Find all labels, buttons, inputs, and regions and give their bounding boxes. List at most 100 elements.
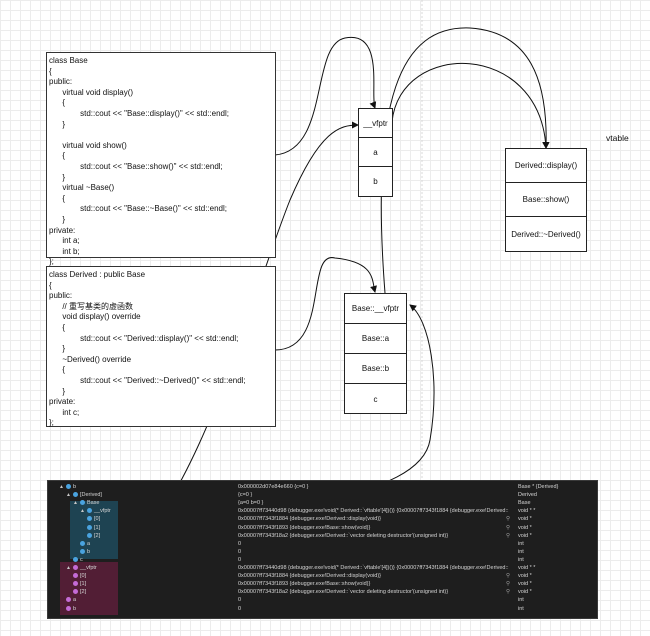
- variable-value: 0x00007ff7343f18a2 {debugger.exe!Derived…: [238, 589, 449, 596]
- variable-icon: [73, 581, 78, 587]
- variable-label: b: [87, 548, 91, 555]
- expand-triangle-icon[interactable]: ▲: [80, 508, 85, 515]
- variable-name: [1]: [87, 524, 100, 532]
- variable-value: 0x00007ff73440d98 {debugger.exe!void(* D…: [238, 565, 509, 571]
- variable-icon: [73, 589, 78, 595]
- variable-icon: [80, 548, 85, 554]
- derived-class-code: class Derived : public Base{public: // 重…: [46, 266, 276, 427]
- code-line: public:: [49, 291, 73, 301]
- variable-value: 0x00007ff73440d98 {debugger.exe!void(* D…: [238, 508, 509, 515]
- memory-cell: a: [359, 138, 392, 167]
- code-line: private:: [49, 397, 76, 407]
- variable-label: b: [72, 484, 77, 490]
- magnifier-icon[interactable]: ⚲: [506, 532, 511, 539]
- variable-label: __vfptr: [79, 565, 97, 571]
- variable-label: __vfptr: [93, 508, 111, 515]
- debugger-row[interactable]: [2] 0x00007ff7343f18a2 {debugger.exe!Deri…: [48, 588, 597, 596]
- code-line: std::cout << "Base::~Base()" << std::end…: [49, 204, 227, 214]
- variable-name: [2]: [73, 588, 86, 596]
- variable-label: [0]: [80, 573, 87, 580]
- variable-icon: [87, 524, 92, 530]
- variable-type: void * *: [518, 508, 536, 515]
- debugger-row[interactable]: ▲ __vfptr 0x00007ff73440d98 {debugger.exe!…: [48, 564, 597, 572]
- variable-type: int: [518, 540, 524, 547]
- expand-triangle-icon[interactable]: ▲: [73, 500, 78, 507]
- debugger-row[interactable]: c 0 int: [48, 556, 597, 564]
- debugger-row[interactable]: ▲ __vfptr 0x00007ff73440d98 {debugger.exe!…: [48, 507, 597, 515]
- variable-label: a: [73, 597, 77, 604]
- variable-value: 0: [238, 556, 242, 563]
- variable-type: Derived: [518, 492, 537, 499]
- debugger-row[interactable]: [1] 0x00007ff7343f1893 {debugger.exe!Base…: [48, 524, 597, 532]
- variable-type: void * *: [518, 565, 536, 571]
- code-line: {: [49, 151, 66, 161]
- variable-value: 0x000002d07e84e660 {c=0 }: [238, 484, 309, 490]
- variable-label: [2]: [94, 532, 101, 539]
- base-class-code: class Base{public: virtual void display(…: [46, 52, 276, 266]
- magnifier-icon[interactable]: ⚲: [506, 589, 511, 596]
- expand-triangle-icon[interactable]: ▲: [59, 484, 64, 490]
- variable-value: 0x00007ff7343f1893 {debugger.exe!Base::s…: [238, 524, 371, 531]
- memory-cell: Derived::display(): [506, 149, 586, 183]
- debugger-row[interactable]: [1]0x00007ff7343f1893 {debugger.exe!Base…: [48, 580, 597, 588]
- code-line: }: [49, 386, 66, 396]
- expand-triangle-icon[interactable]: ▲: [66, 492, 71, 499]
- variable-name: [2]: [87, 532, 100, 540]
- magnifier-icon[interactable]: ⚲: [506, 573, 511, 580]
- debugger-row[interactable]: ▲ b 0x000002d07e84e660 {c=0 } Base * {Deriv…: [48, 483, 597, 491]
- magnifier-icon[interactable]: ⚲: [506, 581, 511, 588]
- variable-value: 0x00007ff7343f1884 {debugger.exe!Derived…: [238, 573, 382, 580]
- variable-value: 0x00007ff7343f1884 {debugger.exe!Derived…: [238, 516, 382, 523]
- variable-label: c: [80, 556, 83, 563]
- code-line: class Base: [49, 56, 88, 65]
- code-line: private:: [49, 225, 76, 235]
- variable-icon: [87, 516, 92, 522]
- code-line: class Derived : public Base: [49, 270, 146, 279]
- variable-type: Base * {Derived}: [518, 484, 559, 490]
- variable-type: void *: [518, 581, 532, 588]
- debugger-row[interactable]: [2]0x00007ff7343f18a2 {debugger.exe!Deri…: [48, 532, 597, 540]
- variable-label: Base: [86, 500, 100, 507]
- variable-icon: [86, 508, 92, 514]
- magnifier-icon[interactable]: ⚲: [506, 516, 511, 523]
- code-line: }: [49, 214, 66, 224]
- variable-name: c: [73, 556, 83, 564]
- memory-cell: Derived::~Derived(): [511, 229, 581, 239]
- variable-type: void *: [518, 573, 532, 580]
- variable-name: b: [66, 605, 76, 613]
- variable-icon: [87, 532, 92, 538]
- variable-name: a: [66, 596, 76, 604]
- debugger-row[interactable]: ▲[Derived]{c=0 }Derived: [48, 491, 597, 499]
- code-line: ~Derived() override: [49, 354, 132, 364]
- variable-type: int: [518, 548, 524, 555]
- code-line: {: [49, 98, 66, 108]
- variable-type: int: [518, 556, 524, 563]
- variable-type: void *: [518, 589, 532, 596]
- code-line: {: [49, 66, 52, 76]
- debugger-row[interactable]: [0] 0x00007ff7343f1884 {debugger.exe!Deri…: [48, 572, 597, 580]
- magnifier-icon[interactable]: ⚲: [506, 524, 511, 531]
- code-line: void display() override: [49, 312, 141, 322]
- debugger-row[interactable]: ▲Base{a=0 b=0 }Base: [48, 499, 597, 507]
- variable-type: void *: [518, 524, 532, 531]
- code-line: }: [49, 119, 66, 129]
- code-line: int c;: [49, 407, 80, 417]
- variable-icon: [80, 540, 85, 546]
- arrow-vfptr-to-vtable: [391, 62, 550, 149]
- expand-triangle-icon[interactable]: ▲: [66, 565, 71, 571]
- variable-type: void *: [518, 532, 532, 539]
- code-line: std::cout << "Derived::display()" << std…: [49, 333, 239, 343]
- variable-icon: [72, 565, 78, 571]
- memory-cell: Base::a: [345, 324, 406, 354]
- code-line: {: [49, 365, 66, 375]
- debugger-row[interactable]: [0]0x00007ff7343f1884 {debugger.exe!Deri…: [48, 515, 597, 523]
- code-line: std::cout << "Base::show()" << std::endl…: [49, 161, 223, 171]
- variable-icon: [73, 573, 78, 579]
- arrow-derived-to-basevfptr: [274, 257, 377, 351]
